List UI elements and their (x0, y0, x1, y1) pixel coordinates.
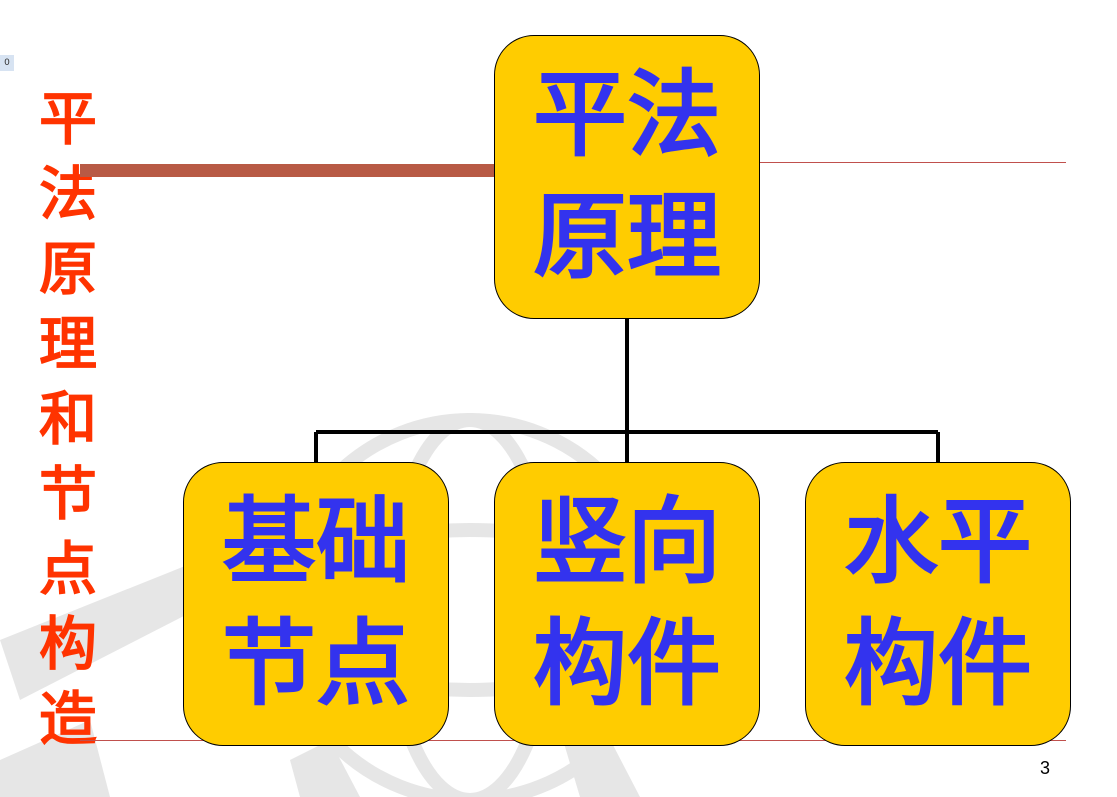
title-char: 平 (38, 85, 97, 153)
child-node-label: 水平 构件 (806, 482, 1070, 726)
child-node-label: 竖向 构件 (495, 482, 759, 726)
page-number: 3 (1039, 758, 1050, 778)
title-char: 造 (38, 685, 97, 753)
child-node-box-foundation-joints: 基础 节点 (183, 462, 449, 746)
child-node-line: 基础 (221, 488, 410, 597)
top-rule-line (760, 162, 1066, 163)
title-char: 点 (38, 535, 97, 603)
title-char: 原 (38, 235, 97, 303)
root-node-box: 平法 原理 (494, 35, 760, 319)
title-char: 构 (38, 610, 97, 678)
child-node-label: 基础 节点 (184, 482, 448, 726)
title-char: 和 (38, 385, 97, 453)
child-node-line: 构件 (843, 610, 1032, 719)
child-node-line: 构件 (532, 610, 721, 719)
child-node-line: 水平 (843, 488, 1032, 597)
child-node-line: 节点 (221, 610, 410, 719)
root-node-label: 平法 原理 (495, 55, 759, 299)
child-node-box-horizontal-members: 水平 构件 (805, 462, 1071, 746)
child-node-box-vertical-members: 竖向 构件 (494, 462, 760, 746)
root-node-line: 平法 (532, 61, 721, 170)
slide-index-badge: 0 (0, 55, 14, 71)
root-node-line: 原理 (532, 183, 721, 292)
child-node-line: 竖向 (532, 488, 721, 597)
accent-bar (80, 164, 498, 177)
title-char: 理 (38, 310, 97, 378)
title-char: 节 (38, 460, 97, 528)
vertical-title: 平 法 原 理 和 节 点 构 造 (28, 82, 108, 757)
